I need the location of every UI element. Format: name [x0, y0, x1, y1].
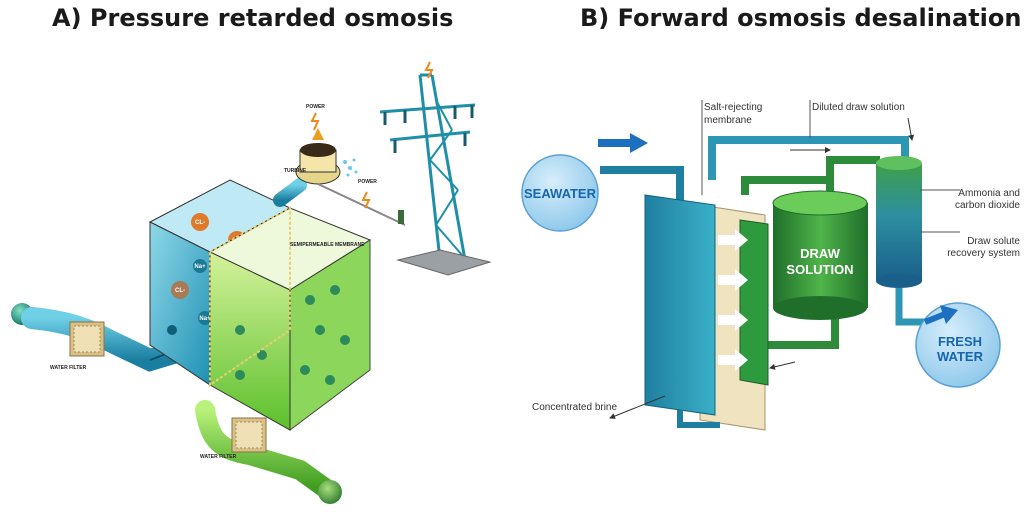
recovery-column: [876, 156, 922, 288]
seawater-label: SEAWATER: [524, 186, 597, 201]
ammonia-label-2: carbon dioxide: [955, 200, 1020, 211]
freshwater-globe-icon: [318, 480, 342, 504]
lightning-icon: [310, 112, 320, 131]
turbine-icon: [295, 128, 341, 185]
sodium-ion-label: Na+: [199, 316, 211, 322]
diluted-draw-label: Diluted draw solution: [812, 102, 905, 113]
transmission-tower-icon: [379, 73, 476, 261]
seawater-pipe: [600, 166, 684, 200]
fresh-water-bubble: [915, 302, 1001, 388]
panel-b-diagram: SEAWATER Concentrated brine: [521, 100, 1020, 431]
turbine-label: TURBINE: [284, 168, 307, 174]
recovery-label-1: Draw solute: [967, 236, 1020, 247]
chloride-ion-label: CL-: [195, 220, 205, 226]
draw-solution-tank: [772, 190, 868, 320]
diluted-draw-pipe: [708, 136, 909, 180]
panel-b-title: B) Forward osmosis desalination: [580, 4, 1022, 32]
osmosis-arrow-group: [718, 229, 748, 371]
ammonia-label-1: Ammonia and: [958, 188, 1020, 199]
semipermeable-membrane: [209, 206, 291, 387]
lightning-icon: [424, 61, 434, 79]
draw-feed-pipe: [741, 176, 834, 195]
sodium-ion: [198, 311, 212, 325]
recovery-label-2: recovery system: [947, 248, 1020, 259]
water-filter-1-label: WATER FILTER: [50, 365, 87, 371]
chloride-ion: [171, 281, 189, 299]
lightning-icon: [361, 191, 371, 209]
water-filter-2-label: WATER FILTER: [200, 454, 237, 460]
chloride-ion-label: CL-: [175, 288, 185, 294]
water-spray: [343, 158, 358, 177]
seawater-bubble: [521, 154, 599, 232]
fresh-water-arrow-icon: [923, 311, 947, 325]
salt-membrane-label-1: Salt-rejecting: [704, 102, 762, 113]
power-top-label: POWER: [306, 104, 325, 110]
sodium-ion-label: Na+: [194, 264, 206, 270]
water-filter-2: [231, 417, 267, 453]
membrane-label: SEMIPERMEABLE MEMBRANE: [290, 242, 365, 248]
freshwater-inlet-pipe: [195, 400, 335, 498]
brine-label: Concentrated brine: [532, 402, 617, 413]
seawater-channel: [644, 194, 716, 416]
salt-membrane-label-2: membrane: [704, 115, 752, 126]
sodium-ion: [193, 259, 207, 273]
draw-solution-label-2: SOLUTION: [786, 262, 853, 277]
fresh-water-pipe: [895, 288, 930, 326]
chloride-ion: [191, 213, 209, 231]
water-filter-1: [69, 321, 105, 357]
insulator-group: [383, 105, 474, 153]
fresh-water-label-2: WATER: [937, 349, 984, 364]
power-cable: [317, 183, 406, 226]
tower-base: [396, 249, 492, 276]
brine-pipe: [677, 410, 720, 428]
fresh-water-label-1: FRESH: [938, 334, 982, 349]
power-line-label: POWER: [358, 179, 377, 185]
worker-icon: [398, 210, 404, 224]
panel-a-diagram: WATER FILTER CL- CL- CL- Na+ Na+: [11, 61, 492, 504]
panel-a-title: A) Pressure retarded osmosis: [52, 4, 454, 32]
draw-return-pipe: [756, 315, 839, 360]
draw-solution-label-1: DRAW: [800, 246, 840, 261]
